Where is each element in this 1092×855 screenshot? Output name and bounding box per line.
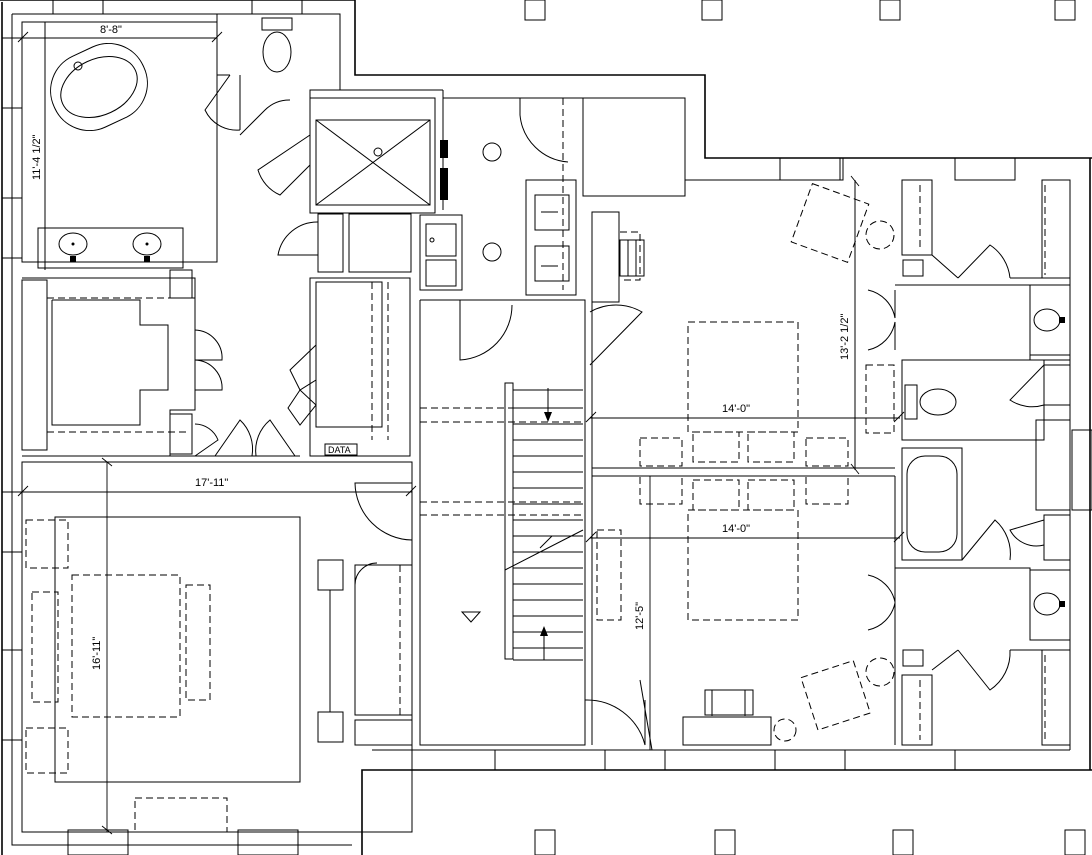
right-bath-suite — [867, 179, 1071, 746]
dim-lower-room-width: 14'-0" — [722, 523, 750, 535]
loft-area: 14'-0" 14'-0" 13'-2 1/2" 12'-5" — [585, 175, 905, 750]
dim-master-bedroom-depth: 16'-11" — [91, 637, 103, 670]
closets-center: DATA — [277, 213, 412, 457]
dim-lower-room-depth: 12'-5" — [634, 602, 646, 630]
dim-upper-room-width: 14'-0" — [722, 403, 750, 415]
laundry-area — [419, 97, 686, 366]
bathtub-icon — [901, 447, 963, 561]
stair-arrow-icon — [540, 388, 552, 660]
hall-closet — [354, 562, 413, 746]
stair-hall — [419, 299, 653, 751]
shower-icon — [257, 97, 448, 214]
sink-icon — [1033, 308, 1065, 332]
sink-icon — [1033, 592, 1065, 616]
north-triangle-icon — [460, 611, 482, 623]
bathtub-icon — [50, 42, 148, 132]
sink-icon — [429, 237, 435, 243]
master-bedroom: 17'-11" 16'-11" — [17, 457, 417, 835]
walk-in-closet — [21, 269, 300, 457]
dim-master-bedroom-width: 17'-11" — [195, 477, 228, 489]
dim-upper-room-depth: 13'-2 1/2" — [839, 314, 851, 360]
toilet-icon — [261, 17, 293, 73]
data-outlet-label: DATA — [328, 445, 351, 455]
dim-master-bath-width: 8'-8" — [100, 24, 122, 36]
toilet-icon — [904, 384, 957, 420]
sink-icon — [58, 232, 162, 262]
stair-treads — [504, 407, 584, 661]
water-closet — [204, 14, 340, 136]
dim-master-bath-depth: 11'-4 1/2" — [31, 134, 43, 180]
master-bath: 8'-8" 11'-4 1/2" — [17, 21, 223, 270]
